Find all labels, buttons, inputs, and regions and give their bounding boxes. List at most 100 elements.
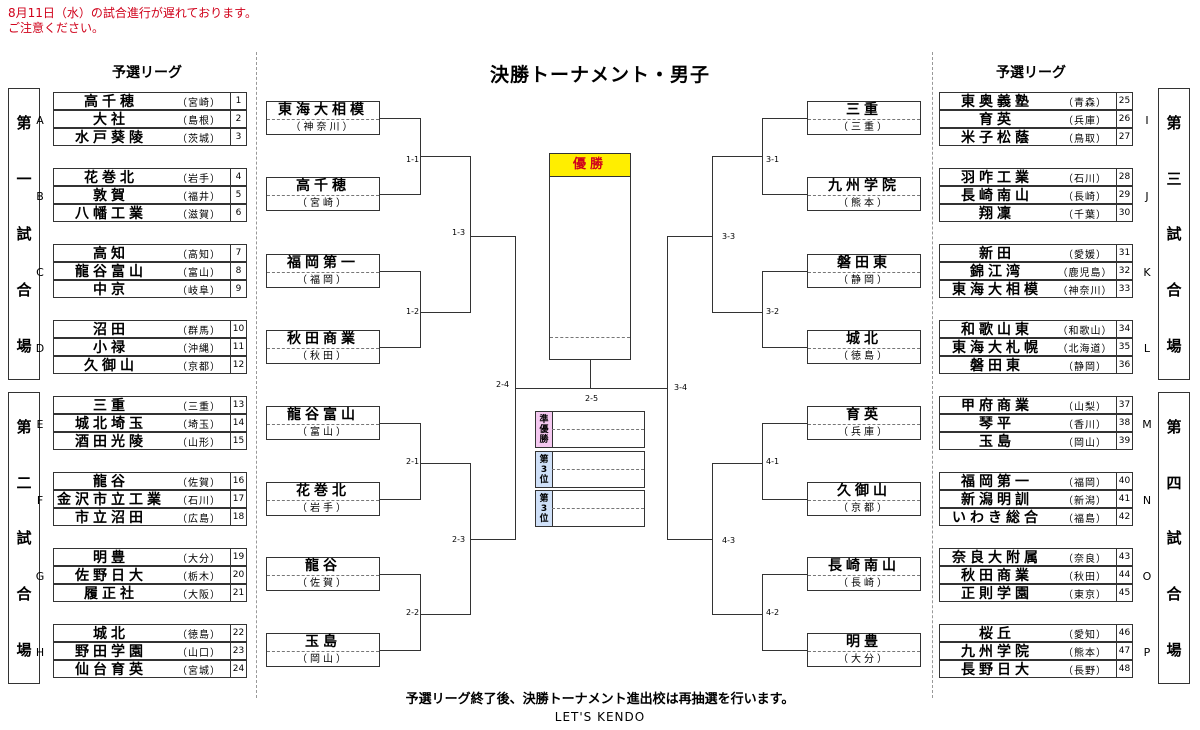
runner-up-box: 準優勝 bbox=[535, 411, 645, 448]
paren-close: ） bbox=[336, 654, 349, 665]
seed-number: 35 bbox=[1116, 338, 1133, 356]
bracket-team-prefecture: （宮崎） bbox=[267, 196, 379, 212]
venue-char: 試 bbox=[16, 529, 32, 548]
prefecture-value: 北海道 bbox=[1068, 343, 1102, 355]
bracket-line bbox=[762, 118, 808, 119]
delay-notice-line2: ご注意ください。 bbox=[8, 21, 105, 35]
bracket-team-prefecture: （三重） bbox=[808, 120, 920, 136]
team-row: 長崎南山（長崎）29 bbox=[939, 186, 1134, 205]
venue-label: 第四試合場 bbox=[1158, 392, 1190, 684]
paren-open: （ bbox=[1063, 495, 1074, 507]
paren-open: （ bbox=[1057, 267, 1069, 279]
team-name: 東海大札幌 bbox=[952, 340, 1042, 356]
group-label: N bbox=[1142, 494, 1152, 507]
paren-close: ） bbox=[1096, 209, 1107, 221]
paren-close: ） bbox=[877, 654, 890, 665]
seed-number: 18 bbox=[230, 508, 247, 526]
left-section-title: 予選リーグ bbox=[112, 65, 182, 81]
prefecture-value: 岐阜 bbox=[188, 285, 210, 297]
bracket-line bbox=[470, 539, 516, 540]
paren-open: （ bbox=[177, 115, 188, 127]
group-label: J bbox=[1145, 190, 1149, 203]
team-cell: いわき総合（福島） bbox=[939, 508, 1116, 526]
bracket-line bbox=[762, 194, 808, 195]
seed-number: 33 bbox=[1116, 280, 1133, 298]
team-cell: 八幡工業（滋賀） bbox=[53, 204, 230, 222]
paren-close: ） bbox=[210, 115, 221, 127]
paren-close: ） bbox=[877, 503, 890, 514]
team-prefecture: （長野） bbox=[1054, 662, 1116, 677]
prefecture-value: 大阪 bbox=[188, 589, 210, 601]
team-prefecture: （福井） bbox=[168, 188, 230, 203]
team-row: 東奥義塾（青森）25 bbox=[939, 92, 1134, 111]
team-cell: 磐田東（静岡） bbox=[939, 356, 1116, 374]
team-row: 明豊（大分）19 bbox=[53, 548, 248, 567]
team-name: 水戸葵陵 bbox=[75, 130, 147, 146]
paren-open: （ bbox=[177, 495, 188, 507]
team-cell: 城北 （徳島） bbox=[53, 624, 230, 642]
bracket-line bbox=[762, 423, 763, 500]
team-cell: 九州学院（熊本） bbox=[939, 642, 1116, 660]
team-name: 育英 bbox=[979, 112, 1015, 128]
seed-number: 4 bbox=[230, 168, 247, 186]
team-row: 高千穂（宮崎）1 bbox=[53, 92, 248, 111]
prefecture-value: 山口 bbox=[188, 647, 210, 659]
team-name: 久御山 bbox=[84, 358, 138, 374]
team-prefecture: （群馬） bbox=[168, 322, 230, 337]
paren-open: （ bbox=[1063, 647, 1074, 659]
bracket-team-prefecture: （福岡） bbox=[267, 273, 379, 289]
bracket-line bbox=[762, 574, 763, 651]
team-prefecture: （徳島） bbox=[168, 626, 230, 641]
match-label: 3-3 bbox=[722, 232, 736, 241]
bracket-line bbox=[420, 271, 421, 348]
team-name: 福岡第一 bbox=[961, 474, 1033, 490]
paren-close: ） bbox=[1096, 553, 1107, 565]
match-label: 2-4 bbox=[496, 380, 510, 389]
seed-number: 48 bbox=[1116, 660, 1133, 678]
brand-footer: LET'S KENDO bbox=[554, 710, 646, 724]
team-name: 酒田光陵 bbox=[75, 434, 147, 450]
bracket-team-prefecture: （静岡） bbox=[808, 273, 920, 289]
prefecture-value: 鹿児島 bbox=[1068, 267, 1102, 279]
bracket-team-name: 育英 bbox=[808, 407, 920, 425]
prefecture-value: 新潟 bbox=[1074, 495, 1096, 507]
bracket-team-prefecture: （大分） bbox=[808, 652, 920, 668]
team-name: 城北 bbox=[93, 626, 129, 642]
paren-close: ） bbox=[1096, 647, 1107, 659]
match-label: 1-3 bbox=[452, 228, 466, 237]
prefecture-value: 福島 bbox=[1074, 513, 1096, 525]
team-row: 久御山（京都）12 bbox=[53, 356, 248, 375]
seed-number: 5 bbox=[230, 186, 247, 204]
team-prefecture: （秋田） bbox=[1054, 568, 1116, 583]
venue-chars: 第二試合場 bbox=[9, 393, 39, 683]
team-row: 桜丘（愛知）46 bbox=[939, 624, 1134, 643]
team-name: 高千穂 bbox=[84, 94, 138, 110]
paren-open: （ bbox=[177, 419, 188, 431]
team-name: 九州学院 bbox=[961, 644, 1033, 660]
bracket-team-name: 秋田商業 bbox=[267, 331, 379, 349]
prefecture-value: 石川 bbox=[1074, 173, 1096, 185]
seed-number: 21 bbox=[230, 584, 247, 602]
prefecture-value: 福岡 bbox=[310, 275, 336, 286]
paren-open: （ bbox=[1063, 97, 1074, 109]
team-prefecture: （福島） bbox=[1054, 510, 1116, 525]
team-cell: 仙台育英（宮城） bbox=[53, 660, 230, 678]
match-label: 3-2 bbox=[766, 307, 780, 316]
bracket-line bbox=[380, 650, 421, 651]
seed-number: 31 bbox=[1116, 244, 1133, 262]
bracket-line bbox=[762, 347, 808, 348]
paren-close: ） bbox=[210, 437, 221, 449]
venue-char: 二 bbox=[16, 473, 32, 492]
paren-close: ） bbox=[336, 427, 349, 438]
team-name: 桜丘 bbox=[979, 626, 1015, 642]
seed-number: 27 bbox=[1116, 128, 1133, 146]
team-name: 新田 bbox=[979, 246, 1015, 262]
team-row: 九州学院（熊本）47 bbox=[939, 642, 1134, 661]
prefecture-value: 山梨 bbox=[1074, 401, 1096, 413]
seed-number: 43 bbox=[1116, 548, 1133, 566]
team-name: 敦賀 bbox=[93, 188, 129, 204]
team-name: 龍谷 bbox=[93, 474, 129, 490]
bracket-team-prefecture: （富山） bbox=[267, 425, 379, 441]
paren-open: （ bbox=[838, 198, 851, 209]
paren-close: ） bbox=[210, 665, 221, 677]
